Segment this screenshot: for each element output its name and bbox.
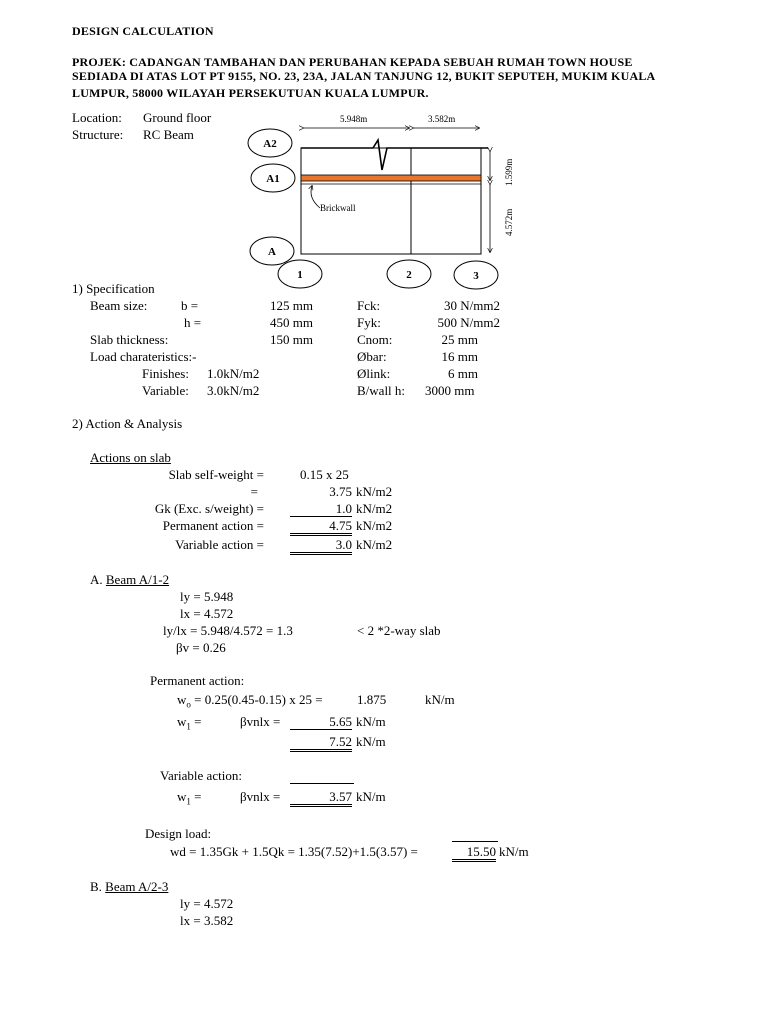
grid-col-3: 3: [473, 270, 479, 282]
slab-row-1-label: =: [250, 484, 258, 499]
break-line: [301, 137, 488, 171]
design-load-expr: wd = 1.35Gk + 1.5Qk = 1.35(7.52)+1.5(3.5…: [170, 844, 418, 859]
w1-var-expr: βvnlx =: [240, 789, 281, 804]
slab-row-1-unit: kN/m2: [356, 484, 393, 499]
spec-row-0-v: 125 mm: [270, 298, 313, 313]
beam-b-lx: lx = 3.582: [180, 913, 234, 928]
var-overline: [290, 783, 354, 784]
spec-row-3-kv: 16 mm: [441, 349, 478, 364]
spec-row-1-k: Fyk:: [357, 315, 381, 330]
analysis-heading: 2) Action & Analysis: [72, 416, 183, 431]
location-value: Ground floor: [143, 110, 212, 125]
grid-row-A: A: [268, 246, 276, 258]
slab-row-3-label: Permanent action =: [162, 518, 264, 533]
w1-var-unit: kN/m: [356, 789, 386, 804]
w0-expression: wo = 0.25(0.45-0.15) x 25 =: [177, 692, 323, 710]
spec-row-4-l2: 1.0kN/m2: [207, 366, 260, 381]
beam-a-heading: A. Beam A/1-2: [90, 572, 170, 587]
project-line-2: SEDIADA DI ATAS LOT PT 9155, NO. 23, 23A…: [72, 69, 656, 83]
design-load-unit: kN/m: [499, 844, 529, 859]
project-line-3: LUMPUR, 58000 WILAYAH PERSEKUTUAN KUALA …: [72, 86, 429, 100]
grid-row-A2: A2: [263, 138, 277, 150]
slab-row-2-label: Gk (Exc. s/weight) =: [154, 501, 264, 516]
dim-top-2: 3.582m: [428, 114, 455, 124]
w0-value: 1.875: [357, 692, 387, 707]
dim-right-2: 4.572m: [504, 209, 514, 236]
location-label: Location:: [72, 110, 122, 125]
grid-col-2: 2: [406, 269, 412, 281]
beam-b-ly: ly = 4.572: [180, 896, 234, 911]
beam-a-ly: ly = 5.948: [180, 589, 234, 604]
spec-row-0-l2: b =: [181, 298, 199, 313]
perm-total-unit: kN/m: [356, 734, 386, 749]
w1-var-label: w1 =: [177, 789, 202, 807]
spec-row-0-kv: 30 N/mm2: [444, 298, 500, 313]
w1-var-value: 3.57: [290, 789, 352, 807]
structure-label: Structure:: [72, 127, 124, 142]
w1-perm-value: 5.65: [290, 714, 352, 730]
beam-b-heading: B. Beam A/2-3: [90, 879, 169, 894]
brickwall-band: [300, 174, 482, 182]
slab-row-4-unit: kN/m2: [356, 537, 393, 552]
grid-frame: [300, 147, 482, 255]
beam-a-bv: βv = 0.26: [176, 640, 226, 655]
slab-row-4-value: 3.0: [290, 537, 352, 555]
slab-row-3-value: 4.75: [290, 518, 352, 536]
perm-action-heading: Permanent action:: [150, 673, 245, 688]
w1-perm-unit: kN/m: [356, 714, 386, 729]
spec-row-1-v: 450 mm: [270, 315, 313, 330]
slab-row-3-unit: kN/m2: [356, 518, 393, 533]
spec-row-5-kv: 3000 mm: [425, 383, 475, 398]
spec-row-1-l2: h =: [184, 315, 202, 330]
spec-row-1-kv: 500 N/mm2: [437, 315, 500, 330]
spec-row-0-l1: Beam size:: [90, 298, 148, 313]
spec-row-5-k: B/wall h:: [357, 383, 406, 398]
spec-row-2-kv: 25 mm: [441, 332, 478, 347]
perm-total-value: 7.52: [290, 734, 352, 752]
document-title: DESIGN CALCULATION: [72, 24, 214, 38]
var-action-heading: Variable action:: [160, 768, 242, 783]
design-overline: [452, 841, 498, 842]
slab-row-0-value: 0.15 x 25: [300, 467, 349, 482]
structure-value: RC Beam: [143, 127, 194, 142]
slab-actions-heading: Actions on slab: [90, 450, 171, 465]
grid-col-1: 1: [297, 269, 303, 281]
slab-row-4-label: Variable action =: [175, 537, 264, 552]
spec-row-2-l1: Slab thickness:: [90, 332, 169, 347]
slab-row-2-unit: kN/m2: [356, 501, 393, 516]
spec-row-5-l2: 3.0kN/m2: [207, 383, 260, 398]
brickwall-label: Brickwall: [320, 203, 356, 213]
spec-row-2-k: Cnom:: [357, 332, 393, 347]
w1-perm-expr: βvnlx =: [240, 714, 281, 729]
design-load-value: 15.50: [452, 844, 496, 862]
brickwall-leader: [311, 186, 321, 209]
spec-row-4-k: Ølink:: [357, 366, 391, 381]
project-line-1: PROJEK: CADANGAN TAMBAHAN DAN PERUBAHAN …: [72, 55, 633, 69]
slab-row-2-value: 1.0: [290, 501, 352, 517]
dim-right-1: 1.599m: [504, 159, 514, 186]
beam-a-ratio: ly/lx = 5.948/4.572 = 1.3: [163, 623, 293, 638]
w1-perm-label: w1 =: [177, 714, 202, 732]
spec-row-2-v: 150 mm: [270, 332, 313, 347]
beam-a-lx: lx = 4.572: [180, 606, 234, 621]
grid-row-A1: A1: [266, 173, 279, 185]
dim-top-1: 5.948m: [340, 114, 367, 124]
spec-row-4-l1: Finishes:: [142, 366, 189, 381]
spec-row-4-kv: 6 mm: [448, 366, 478, 381]
design-load-heading: Design load:: [145, 826, 212, 841]
spec-row-5-l1: Variable:: [142, 383, 189, 398]
slab-row-0-label: Slab self-weight =: [168, 467, 264, 482]
spec-row-3-k: Øbar:: [357, 349, 387, 364]
w0-unit: kN/m: [425, 692, 455, 707]
spec-heading: 1) Specification: [72, 281, 155, 296]
spec-row-0-k: Fck:: [357, 298, 381, 313]
slab-row-1-value: 3.75: [329, 484, 352, 499]
beam-a-ratio-note: < 2 *2-way slab: [357, 623, 441, 638]
spec-row-3-l1: Load charateristics:-: [90, 349, 197, 364]
